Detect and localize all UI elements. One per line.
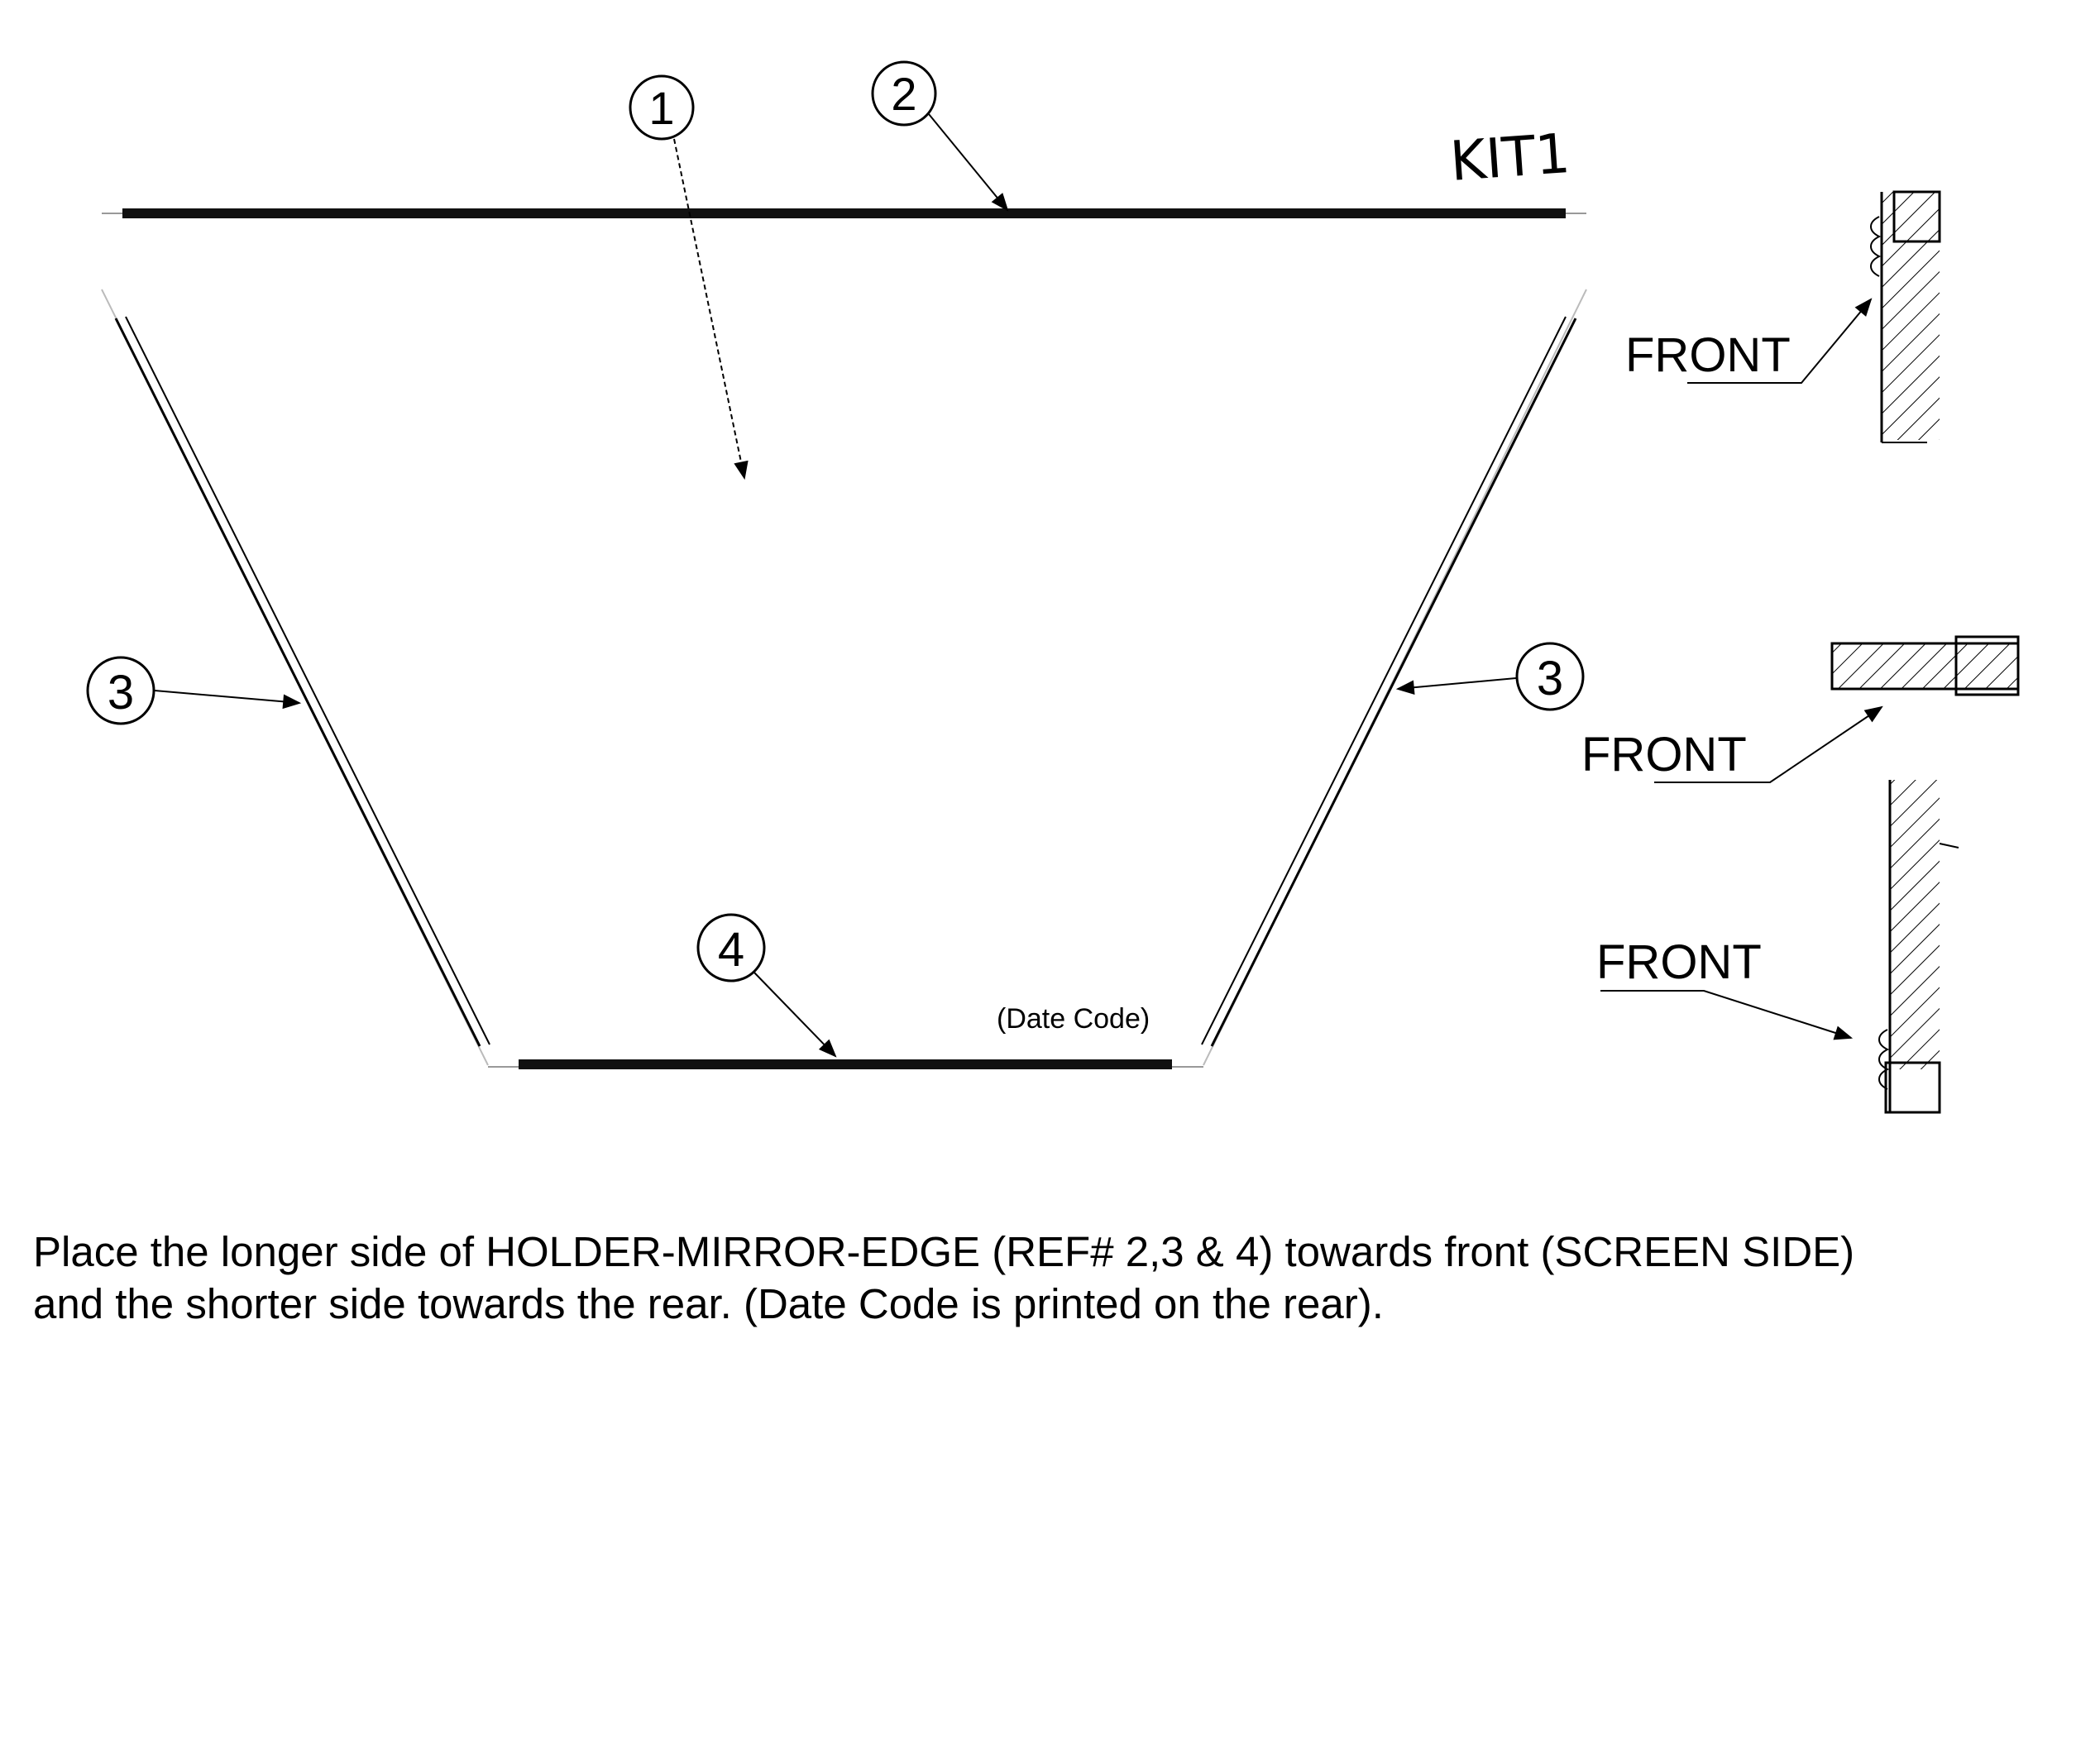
callout-2-label: 2 <box>891 68 916 120</box>
right-edge-holder <box>1201 316 1577 1047</box>
front-label-1: FRONT <box>1625 328 1791 382</box>
callout-3-left-label: 3 <box>108 666 134 719</box>
front-label-2: FRONT <box>1581 728 1747 782</box>
instructions-line-1: Place the longer side of HOLDER-MIRROR-E… <box>33 1228 1855 1275</box>
instructions-line-2: and the shorter side towards the rear. (… <box>33 1280 1384 1327</box>
top-edge-holder <box>122 208 1566 218</box>
left-edge-holder <box>114 316 490 1047</box>
bottom-edge-holder <box>519 1059 1172 1069</box>
date-code-label: (Date Code) <box>997 1003 1150 1035</box>
callout-3-right-label: 3 <box>1537 652 1563 705</box>
callout-2: 2 <box>871 60 1009 212</box>
callout-4-label: 4 <box>718 923 744 977</box>
section-detail-middle: FRONT <box>1581 635 2020 783</box>
callout-1-label: 1 <box>648 82 674 134</box>
callout-3-left: 3 <box>86 656 302 725</box>
callout-1: 1 <box>629 74 749 480</box>
kit-mark: KIT1 <box>1448 122 1572 194</box>
section-detail-top: FRONT <box>1625 190 1941 443</box>
front-label-3: FRONT <box>1596 935 1762 989</box>
mirror-panel <box>101 213 1587 1068</box>
callout-4: 4 <box>696 913 837 1058</box>
instructions: Place the longer side of HOLDER-MIRROR-E… <box>33 1226 2084 1330</box>
callout-3-right: 3 <box>1395 642 1585 711</box>
section-detail-bottom: FRONT <box>1596 780 1959 1114</box>
